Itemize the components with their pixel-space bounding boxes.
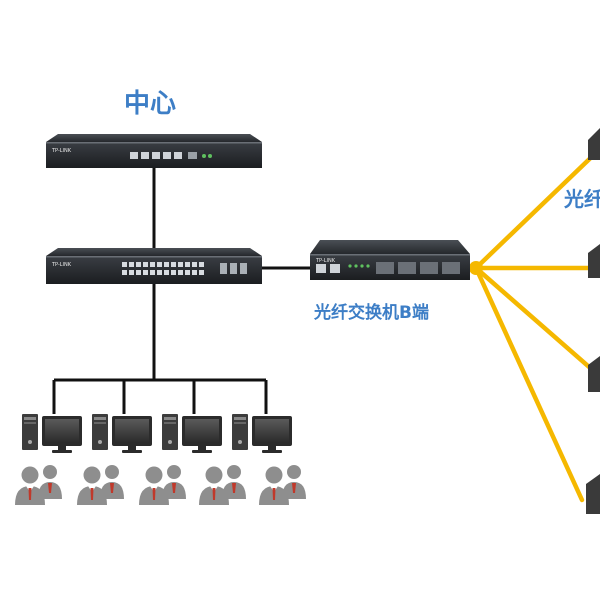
fiber-switch-brand: TP-LINK xyxy=(315,258,336,264)
user-group-icon xyxy=(77,465,124,505)
user-group-icon xyxy=(199,465,246,505)
fiber-link-4 xyxy=(473,265,585,503)
wired-links xyxy=(52,168,312,414)
pc-icon xyxy=(162,414,222,453)
user-group-icon xyxy=(139,465,186,505)
switch-brand: TP-LINK xyxy=(51,262,72,268)
center-label: 中心 xyxy=(124,89,176,119)
remote-device-4 xyxy=(586,474,600,514)
router-brand: TP-LINK xyxy=(51,148,72,154)
fiber-links xyxy=(473,145,600,503)
remote-devices-cropped xyxy=(586,128,600,514)
fiber-switch-b-label: 光纤交换机B端 xyxy=(313,302,429,323)
fiber-link-1 xyxy=(473,145,600,271)
remote-device-2 xyxy=(588,244,600,278)
pc-icon xyxy=(232,414,292,453)
pc-icon xyxy=(92,414,152,453)
pc-icon xyxy=(22,414,82,453)
router-icon: TP-LINK xyxy=(46,134,262,168)
fiber-link-3 xyxy=(473,265,600,380)
right-edge-partial-label: 光纤 xyxy=(563,187,600,211)
remote-device-3 xyxy=(588,356,600,392)
user-group-icon xyxy=(259,465,306,505)
user-group-icon xyxy=(15,465,62,505)
fiber-hub-dot xyxy=(469,261,483,275)
switch-icon: TP-LINK xyxy=(46,248,262,284)
fiber-switch-icon: TP-LINK xyxy=(310,240,470,280)
remote-device-1 xyxy=(588,128,600,160)
